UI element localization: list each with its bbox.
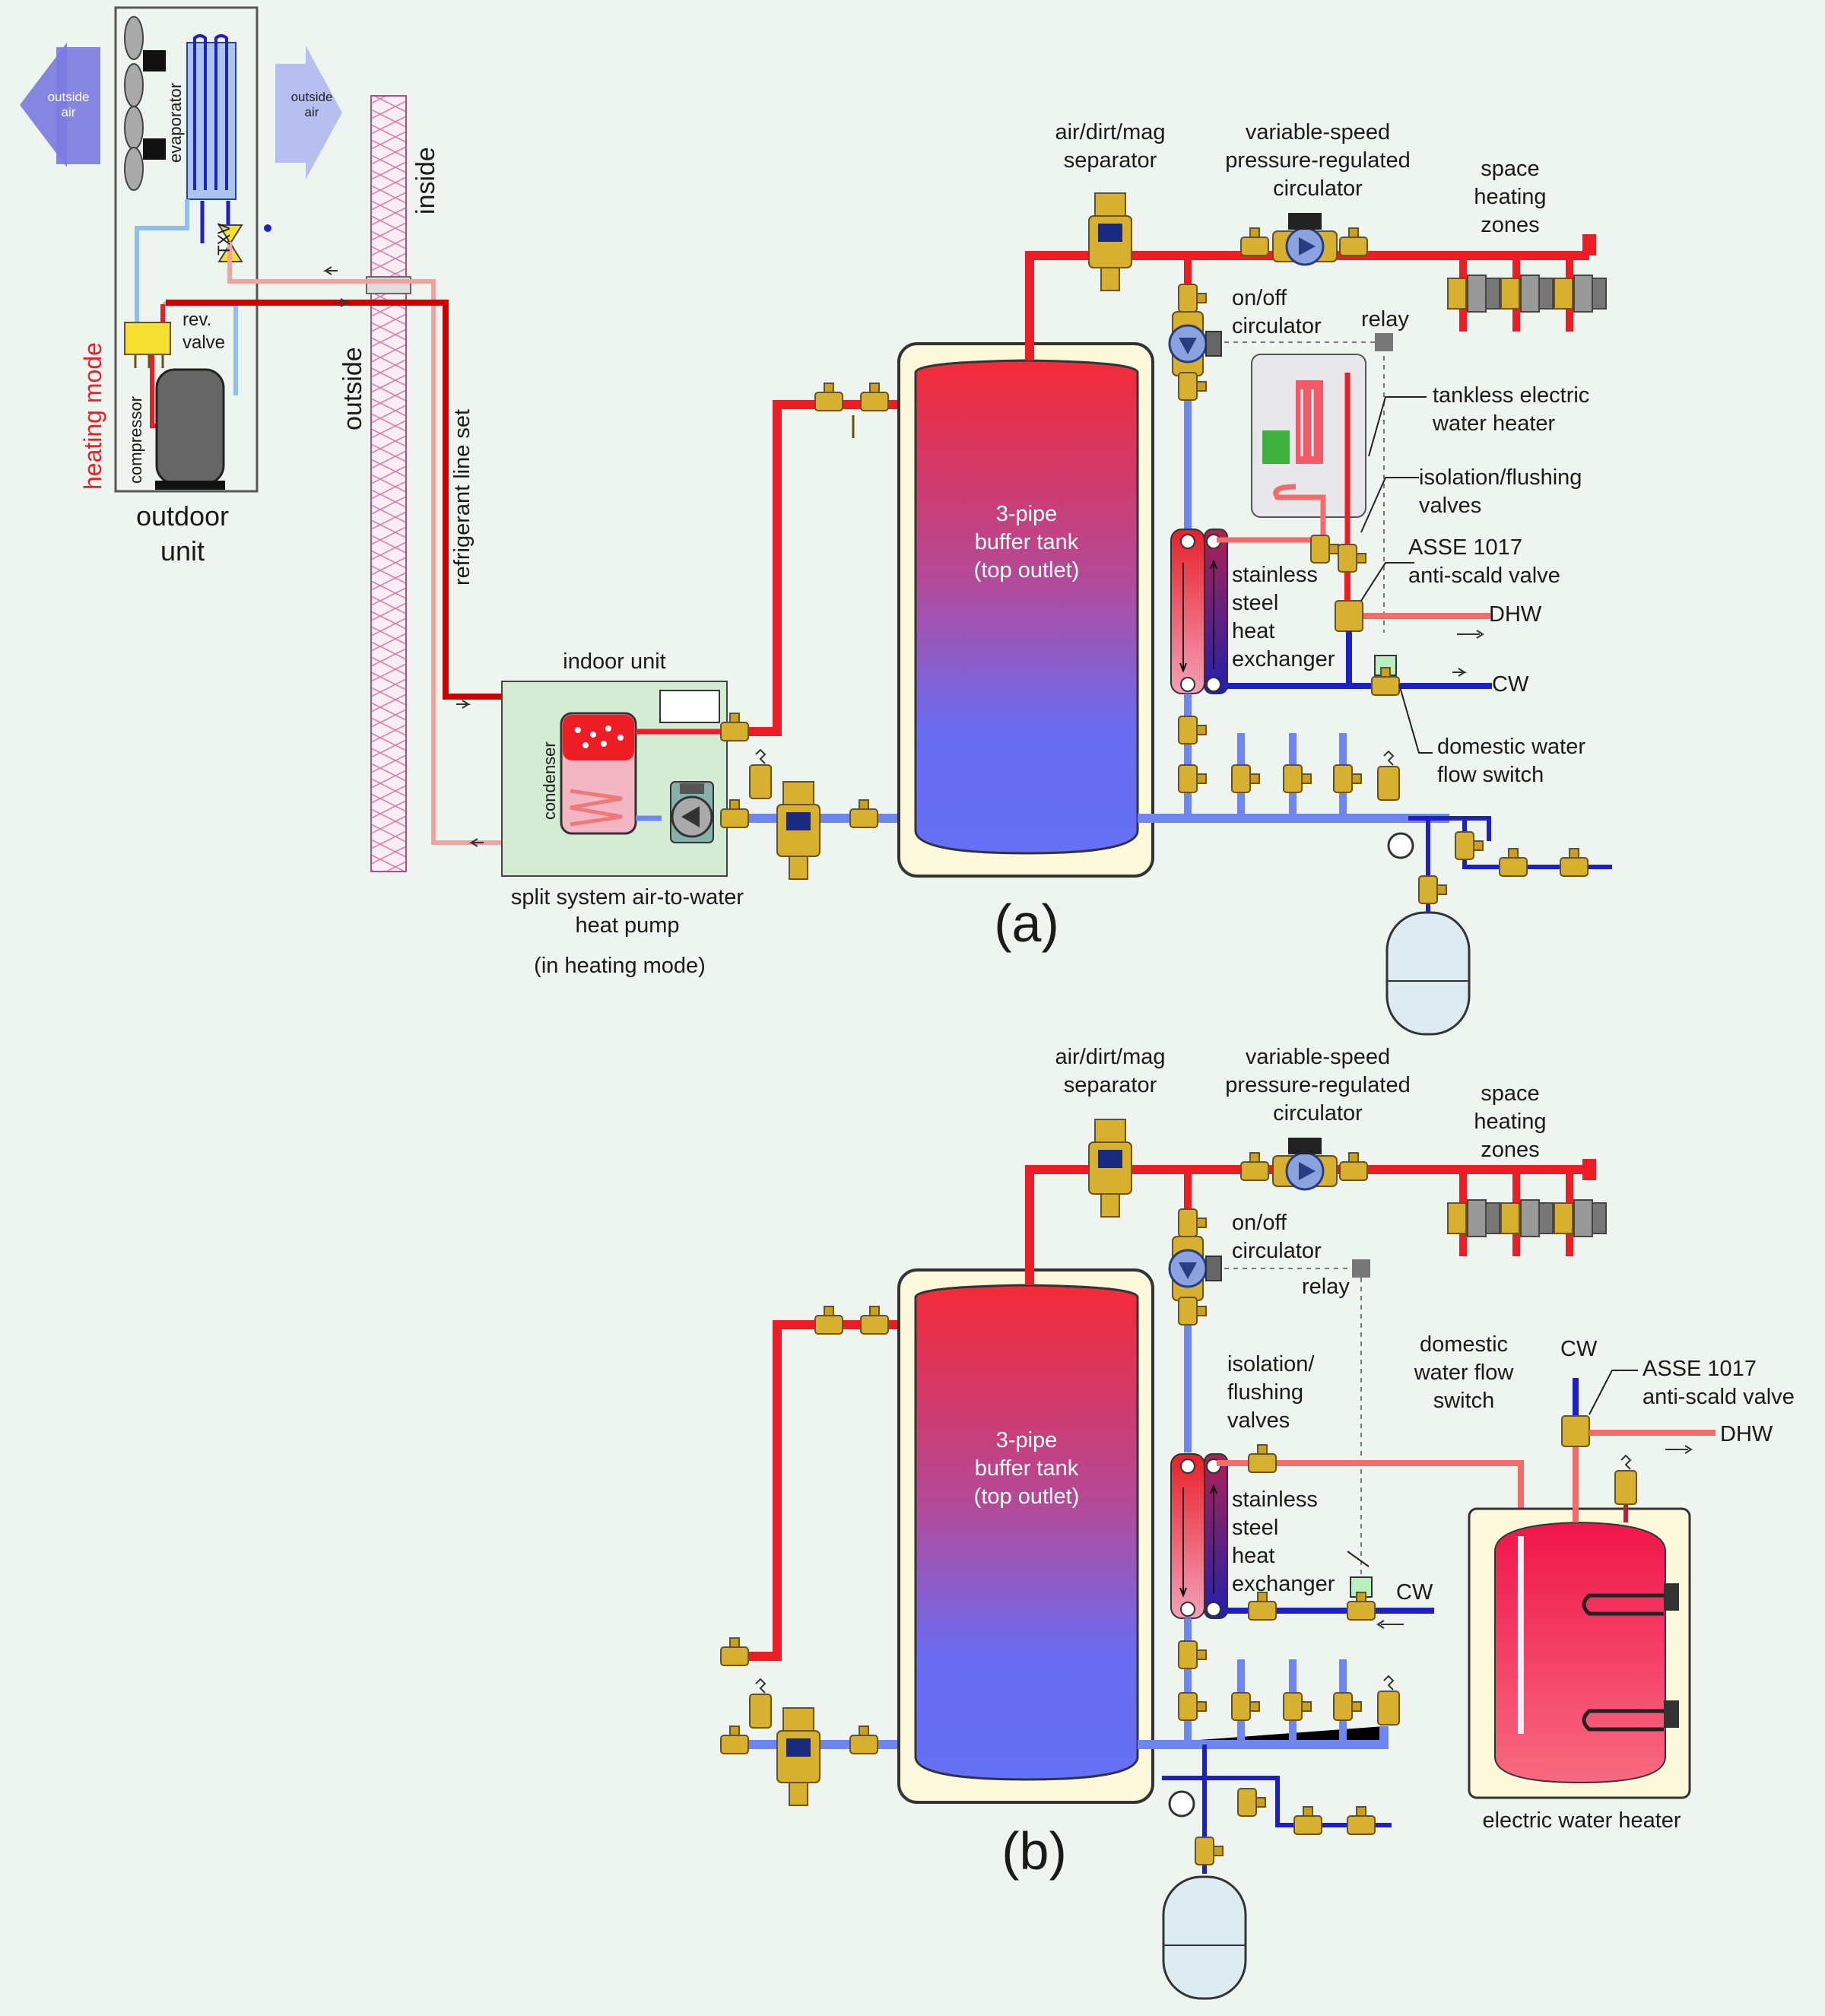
- outdoor-unit: [20, 6, 342, 493]
- compressor-label: compressor: [126, 396, 145, 484]
- a-relay-label: relay: [1361, 307, 1409, 332]
- indoor-unit: [501, 681, 742, 877]
- panel-b-piping: [720, 1119, 1716, 2000]
- b-isolation-label: isolation/ flushing valves: [1227, 1352, 1315, 1433]
- heat-pump-caption: split system air-to-water heat pump: [510, 885, 744, 938]
- b-flow-switch-label: domestic water flow switch: [1414, 1332, 1514, 1413]
- b-asse-label: ASSE 1017 anti-scald valve: [1642, 1357, 1795, 1409]
- evaporator-label: evaporator: [166, 82, 185, 163]
- a-separator-label: air/dirt/mag separator: [1055, 120, 1166, 173]
- a-cw-label: CW: [1492, 672, 1529, 697]
- indoor-unit-label: indoor unit: [563, 649, 666, 674]
- b-dhw-label: DHW: [1720, 1422, 1773, 1446]
- a-hx-label: stainless steel heat exchanger: [1232, 563, 1335, 671]
- b-cw-label: CW: [1396, 1580, 1433, 1605]
- panel-a-letter: (a): [994, 894, 1059, 953]
- wall-insulation: [370, 95, 407, 872]
- outside-air-left-label: outside air: [47, 90, 90, 119]
- a-onoff-label: on/off circulator: [1232, 286, 1322, 338]
- b-tank-label: 3-pipe buffer tank (top outlet): [973, 1428, 1080, 1509]
- panel-a-piping: [720, 192, 1612, 1036]
- b-cw-top-label: CW: [1560, 1337, 1598, 1361]
- leader-lines: [1347, 396, 1638, 1567]
- b-separator-label: air/dirt/mag separator: [1055, 1045, 1166, 1097]
- a-circulator-label: variable-speed pressure-regulated circul…: [1225, 120, 1411, 201]
- outside-label: outside: [338, 347, 367, 430]
- b-hx-label: stainless steel heat exchanger: [1232, 1487, 1335, 1596]
- rev-valve-label: rev. valve: [182, 310, 226, 353]
- a-isolation-label: isolation/flushing valves: [1419, 465, 1582, 518]
- a-tank-label: 3-pipe buffer tank (top outlet): [973, 502, 1080, 583]
- refrigerant-line-set-label: refrigerant line set: [450, 408, 474, 586]
- outdoor-unit-label: outdoor unit: [135, 500, 230, 567]
- a-flow-switch-label: domestic water flow switch: [1437, 735, 1586, 787]
- b-heater-label: electric water heater: [1482, 1808, 1681, 1833]
- inside-label: inside: [411, 147, 440, 214]
- outside-air-right-label: outside air: [290, 90, 333, 119]
- txv-label: TXV: [214, 223, 233, 256]
- heating-mode-label: heating mode: [79, 342, 106, 490]
- heating-mode-caption: (in heating mode): [534, 954, 706, 978]
- a-zones-label: space heating zones: [1474, 157, 1547, 237]
- a-asse-label: ASSE 1017 anti-scald valve: [1408, 535, 1560, 588]
- b-relay-label: relay: [1302, 1275, 1350, 1299]
- condenser-label: condenser: [540, 741, 559, 820]
- a-dhw-label: DHW: [1489, 602, 1542, 627]
- b-circulator-label: variable-speed pressure-regulated circul…: [1225, 1045, 1411, 1125]
- b-onoff-label: on/off circulator: [1232, 1211, 1322, 1263]
- a-tankless-label: tankless electric water heater: [1433, 383, 1590, 436]
- panel-b-letter: (b): [1001, 1821, 1067, 1881]
- b-zones-label: space heating zones: [1474, 1081, 1547, 1162]
